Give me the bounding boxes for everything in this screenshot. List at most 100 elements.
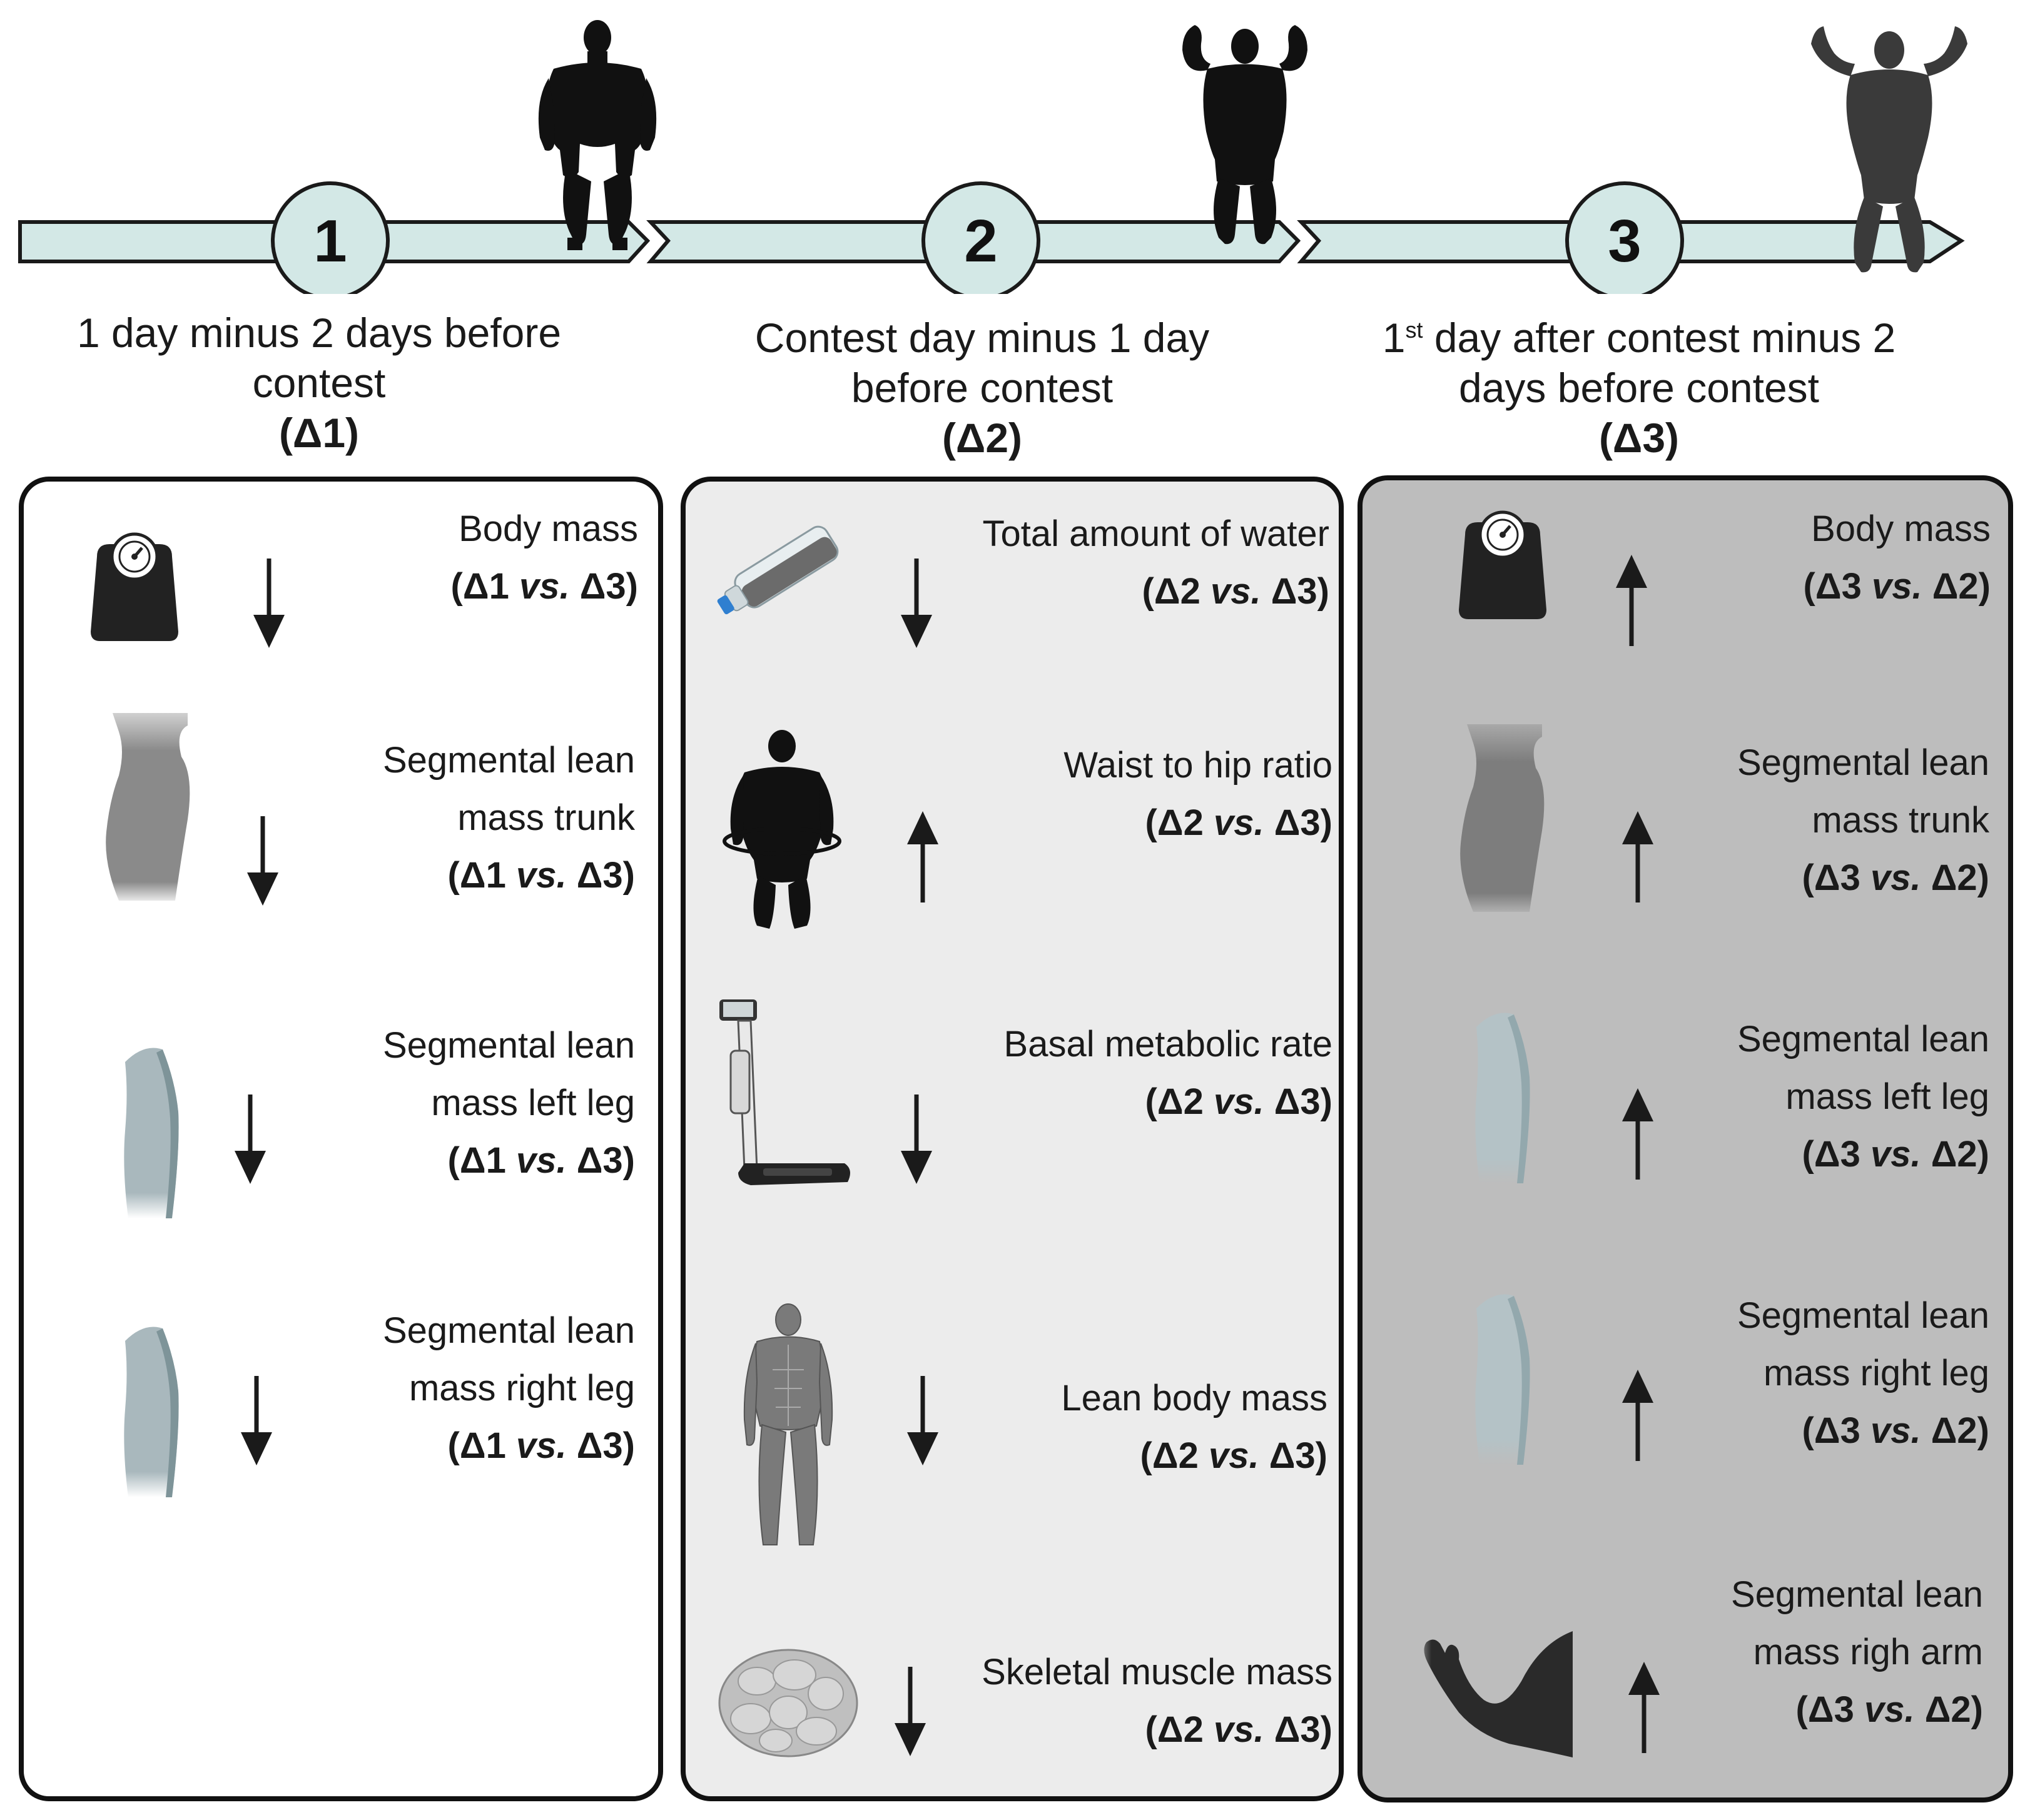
- item-comparison: (Δ1 vs. Δ3): [447, 1425, 635, 1466]
- step-circle-2: [921, 181, 1040, 294]
- panel2-item-bmr: Basal metabolic rate (Δ2 vs. Δ3): [688, 1016, 1332, 1141]
- decrease-arrow-icon: [901, 559, 932, 648]
- scale-icon: [91, 532, 178, 641]
- leg-icon: [124, 1048, 179, 1218]
- item-comparison: (Δ1 vs. Δ3): [447, 1140, 635, 1181]
- panel3-item-trunk: Segmental lean mass trunk (Δ3 vs. Δ2): [1376, 734, 1989, 941]
- item-title-line2: mass left leg: [1785, 1076, 1989, 1117]
- item-comparison: (Δ3 vs. Δ2): [1802, 1410, 1989, 1451]
- leg-icon: [1475, 1013, 1530, 1183]
- item-title: Body mass: [1811, 508, 1991, 549]
- item-title: Segmental lean: [1737, 1295, 1989, 1336]
- panel3-item-right-arm: Segmental lean mass righ arm (Δ3 vs. Δ2): [1376, 1566, 1983, 1772]
- step-circle-1: [271, 181, 390, 294]
- step-label-3-delta: (Δ3): [1598, 415, 1680, 461]
- step-label-1-line1: 1 day minus 2 days before: [76, 310, 562, 356]
- leg-icon: [1475, 1294, 1530, 1465]
- water-bottle-icon: [717, 525, 839, 615]
- panel3-item-body-mass: Body mass (Δ3 vs. Δ2): [1376, 500, 1991, 625]
- step-label-1: 1 day minus 2 days before contest (Δ1): [25, 308, 613, 458]
- step-label-2-line2: before contest: [851, 365, 1114, 411]
- item-title: Basal metabolic rate: [1003, 1024, 1332, 1064]
- item-title-line2: mass left leg: [431, 1083, 635, 1123]
- panel1-item-right-leg: Segmental lean mass right leg (Δ1 vs. Δ3…: [25, 1302, 635, 1509]
- leg-icon: [124, 1327, 179, 1497]
- step-number-1: 1: [313, 208, 347, 275]
- decrease-arrow-icon: [253, 559, 285, 648]
- body-composition-analyzer-icon: [719, 999, 850, 1185]
- item-title: Segmental lean: [382, 740, 635, 781]
- item-title: Segmental lean: [1737, 1019, 1989, 1059]
- item-title: Segmental lean: [1730, 1574, 1983, 1615]
- panel1-item-body-mass: Body mass (Δ1 vs. Δ3): [25, 500, 638, 663]
- item-title: Segmental lean: [382, 1310, 635, 1351]
- increase-arrow-icon: [1616, 555, 1647, 646]
- item-comparison: (Δ2 vs. Δ3): [1142, 571, 1329, 612]
- item-comparison: (Δ1 vs. Δ3): [447, 855, 635, 896]
- item-comparison: (Δ2 vs. Δ3): [1145, 1709, 1332, 1750]
- increase-arrow-icon: [1628, 1662, 1660, 1753]
- step-label-3-ordinal: 1: [1382, 315, 1406, 361]
- panel2-item-water: Total amount of water (Δ2 vs. Δ3): [688, 505, 1329, 630]
- panel2-item-skeletal-muscle: Skeletal muscle mass (Δ2 vs. Δ3): [688, 1644, 1332, 1769]
- item-comparison: (Δ3 vs. Δ2): [1802, 857, 1989, 898]
- item-title-line2: mass trunk: [1812, 800, 1989, 841]
- item-title: Body mass: [459, 508, 638, 549]
- item-comparison: (Δ3 vs. Δ2): [1802, 1134, 1989, 1175]
- step-number-3: 3: [1608, 208, 1641, 275]
- item-title: Waist to hip ratio: [1063, 745, 1332, 786]
- item-title-line2: mass righ arm: [1753, 1632, 1983, 1672]
- increase-arrow-icon: [1622, 1088, 1653, 1180]
- item-comparison: (Δ2 vs. Δ3): [1145, 802, 1332, 843]
- item-comparison: (Δ3 vs. Δ2): [1795, 1689, 1983, 1730]
- trunk-icon: [106, 713, 190, 901]
- item-title-line2: mass right leg: [409, 1368, 635, 1408]
- decrease-arrow-icon: [247, 816, 278, 906]
- panel-delta3: [1358, 475, 2013, 1802]
- item-title: Total amount of water: [982, 513, 1329, 554]
- panel1-item-left-leg: Segmental lean mass left leg (Δ1 vs. Δ3): [25, 1017, 635, 1223]
- flexed-arm-icon: [1424, 1631, 1573, 1757]
- step-circle-3: [1565, 181, 1684, 294]
- decrease-arrow-icon: [235, 1095, 266, 1184]
- item-title: Skeletal muscle mass: [982, 1652, 1332, 1692]
- step-label-1-line2: contest: [252, 360, 386, 406]
- step-label-3-line1: 1st day after contest minus 2: [1326, 305, 1952, 363]
- increase-arrow-icon: [907, 811, 938, 902]
- step-label-3-line2: days before contest: [1458, 365, 1820, 411]
- muscle-anatomy-icon: [743, 1303, 833, 1545]
- panel2-item-waist-hip: Waist to hip ratio (Δ2 vs. Δ3): [688, 737, 1332, 862]
- panel1-item-trunk: Segmental lean mass trunk (Δ1 vs. Δ3): [25, 732, 635, 938]
- decrease-arrow-icon: [907, 1376, 938, 1465]
- item-comparison: (Δ2 vs. Δ3): [1140, 1435, 1327, 1476]
- decrease-arrow-icon: [241, 1376, 272, 1465]
- panel2-item-lean-body-mass: Lean body mass (Δ2 vs. Δ3): [688, 1370, 1327, 1495]
- increase-arrow-icon: [1622, 811, 1653, 902]
- item-comparison: (Δ1 vs. Δ3): [450, 566, 638, 607]
- bodybuilder-pose-icon: [1811, 26, 1967, 273]
- panel3-item-right-leg: Segmental lean mass right leg (Δ3 vs. Δ2…: [1376, 1287, 1989, 1494]
- bodybuilder-double-biceps-icon: [1182, 25, 1307, 245]
- step-label-3: 1st day after contest minus 2 days befor…: [1326, 305, 1952, 463]
- step-label-3-line1-text: day after contest minus 2: [1423, 315, 1896, 361]
- step-label-2-line1: Contest day minus 1 day: [754, 315, 1210, 361]
- panel3-item-left-leg: Segmental lean mass left leg (Δ3 vs. Δ2): [1376, 1011, 1989, 1217]
- step-label-2: Contest day minus 1 day before contest (…: [682, 313, 1282, 463]
- step-label-3-ordinal-suffix: st: [1405, 317, 1423, 343]
- trunk-icon: [1460, 724, 1545, 912]
- step-number-2: 2: [964, 208, 997, 275]
- item-title: Lean body mass: [1061, 1378, 1327, 1418]
- item-comparison: (Δ2 vs. Δ3): [1145, 1081, 1332, 1122]
- item-comparison: (Δ3 vs. Δ2): [1803, 566, 1991, 607]
- item-title-line2: mass right leg: [1763, 1353, 1989, 1393]
- step-label-2-delta: (Δ2): [941, 415, 1023, 461]
- item-title: Segmental lean: [1737, 742, 1989, 783]
- bodybuilder-standing-icon: [538, 20, 657, 250]
- step-label-1-delta: (Δ1): [278, 410, 360, 456]
- panel-delta2: [681, 477, 1344, 1801]
- timeline: 1 2 3: [18, 20, 1967, 294]
- hula-hoop-figure-icon: [723, 730, 841, 929]
- decrease-arrow-icon: [901, 1095, 932, 1184]
- item-title-line2: mass trunk: [457, 797, 635, 838]
- increase-arrow-icon: [1622, 1370, 1653, 1461]
